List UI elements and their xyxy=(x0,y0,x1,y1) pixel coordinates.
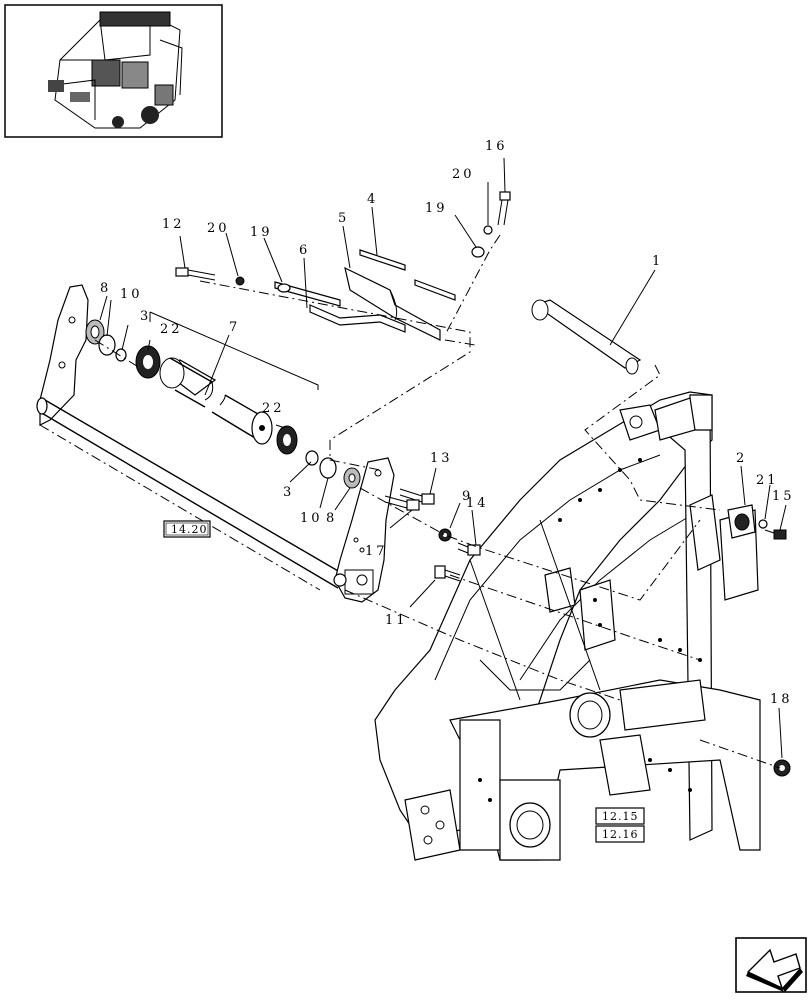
leader-lines xyxy=(99,157,787,759)
reference-box-14-20[interactable]: 14.20 xyxy=(163,520,211,538)
left-bearing-stack xyxy=(85,319,161,379)
frame-holes xyxy=(478,458,702,802)
callout-10-right: 10 xyxy=(300,511,323,526)
callout-10-left: 10 xyxy=(120,287,143,302)
callout-19-right: 19 xyxy=(425,201,448,216)
washer-20-top xyxy=(483,225,493,235)
washer-20 xyxy=(235,276,245,286)
callout-8-left: 8 xyxy=(100,281,111,296)
callout-9: 9 xyxy=(462,489,473,504)
callout-12: 12 xyxy=(162,217,185,232)
reference-box-12-15[interactable]: 12.15 xyxy=(595,807,645,825)
bolt-14 xyxy=(457,542,481,556)
washer-19 xyxy=(277,283,291,293)
callout-17: 17 xyxy=(365,544,388,559)
nut-9 xyxy=(438,528,452,542)
callout-3-left: 3 xyxy=(140,309,151,324)
callout-20-right: 20 xyxy=(452,167,475,182)
callout-21: 21 xyxy=(756,473,779,488)
bearing-flange xyxy=(727,504,787,540)
alignment-lines xyxy=(39,234,781,769)
callout-8-right: 8 xyxy=(326,511,337,526)
nut-18 xyxy=(773,759,791,777)
reference-label: 12.15 xyxy=(602,810,639,823)
callout-3-right: 3 xyxy=(283,485,294,500)
callout-15: 15 xyxy=(772,489,795,504)
callout-22-right: 22 xyxy=(262,401,285,416)
scraper-assembly xyxy=(274,249,456,341)
callout-13: 13 xyxy=(430,451,453,466)
next-page-arrow-icon[interactable] xyxy=(735,937,807,993)
bolt-17 xyxy=(384,495,420,511)
callout-labels: 1 2 3 3 4 5 6 7 8 8 9 10 10 11 12 13 14 … xyxy=(100,139,795,707)
callout-5: 5 xyxy=(338,211,349,226)
callout-4: 4 xyxy=(367,192,378,207)
callout-14: 14 xyxy=(466,496,489,511)
callout-7: 7 xyxy=(229,320,240,335)
bolt-16 xyxy=(497,191,511,226)
right-bearing-stack xyxy=(276,425,361,489)
callout-20-left: 20 xyxy=(207,221,230,236)
callout-6: 6 xyxy=(299,243,310,258)
group-bracket-lines xyxy=(149,311,319,390)
callout-1: 1 xyxy=(652,254,663,269)
roller-drum xyxy=(159,357,273,445)
bolt-11 xyxy=(434,565,461,582)
bolt-13 xyxy=(399,488,435,505)
reference-box-12-16[interactable]: 12.16 xyxy=(595,825,645,843)
machine-overview-thumbnail-icon xyxy=(4,4,223,138)
bolt-12 xyxy=(175,267,216,281)
roller-shaft-tube xyxy=(36,397,346,589)
washer-19-top xyxy=(471,246,485,258)
pin-shaft xyxy=(531,299,642,375)
callout-11: 11 xyxy=(385,613,408,628)
left-side-plate xyxy=(39,284,89,426)
callout-18: 18 xyxy=(770,692,793,707)
callout-2: 2 xyxy=(736,451,747,466)
reference-label: 12.16 xyxy=(602,828,639,841)
reference-label: 14.20 xyxy=(171,523,208,536)
callout-19-left: 19 xyxy=(250,225,273,240)
callout-22-left: 22 xyxy=(160,322,183,337)
callout-16: 16 xyxy=(485,139,508,154)
right-roller-plate xyxy=(333,457,395,603)
